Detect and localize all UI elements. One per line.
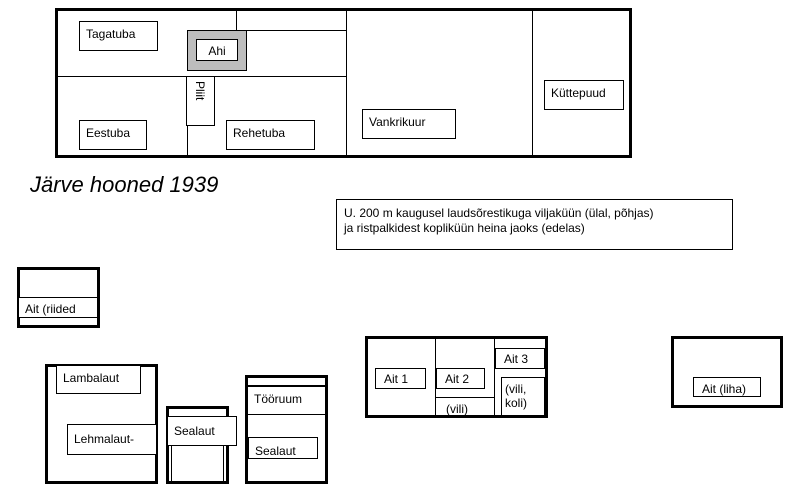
main-building-top-divider <box>236 30 346 31</box>
label-sealaut-1: Sealaut <box>167 416 237 446</box>
pliit-stove: Pliit <box>186 76 215 126</box>
label-lambalaut: Lambalaut <box>56 365 141 394</box>
main-building-divider-4 <box>532 11 533 155</box>
ahi-stove: Ahi <box>187 30 247 71</box>
room-eestuba: Eestuba <box>79 120 147 150</box>
label-ait-riided: Ait (riided <box>18 297 98 318</box>
main-building-divider-1 <box>236 11 237 30</box>
label-ait-2: Ait 2 <box>436 368 485 389</box>
aidad-divider-1 <box>435 339 436 415</box>
sealaut-inner-line-left <box>171 446 172 484</box>
label-ait-2-sub: (vili) <box>446 402 468 416</box>
ahi-label: Ahi <box>196 39 238 61</box>
note-line-2: ja ristpalkidest kopliküün heina jaoks (… <box>344 221 585 235</box>
note-line-1: U. 200 m kaugusel laudsõrestikuga viljak… <box>344 206 654 220</box>
label-ait-liha: Ait (liha) <box>693 377 761 397</box>
label-ait-3: Ait 3 <box>495 348 545 369</box>
aidad-horizontal-divider <box>435 397 495 398</box>
label-tooruum: Tööruum <box>247 386 326 415</box>
label-lehmalaut: Lehmalaut- <box>67 424 157 455</box>
tooruum-top-line <box>248 385 325 386</box>
building-ait-liha <box>671 336 783 408</box>
pliit-label: Pliit <box>193 81 207 101</box>
room-tagatuba: Tagatuba <box>79 21 158 51</box>
note-box: U. 200 m kaugusel laudsõrestikuga viljak… <box>336 199 733 250</box>
sealaut-inner-line-right <box>223 446 224 484</box>
page-title: Järve hooned 1939 <box>30 172 219 197</box>
aidad-divider-2 <box>494 339 495 415</box>
room-vankrikuur: Vankrikuur <box>362 109 456 139</box>
label-ait-1: Ait 1 <box>375 368 426 389</box>
label-sealaut-2: Sealaut <box>248 437 318 459</box>
room-kuttepuud: Küttepuud <box>544 80 624 110</box>
room-rehetuba: Rehetuba <box>226 120 315 150</box>
label-ait-3-sub-line-2: koli) <box>505 396 528 410</box>
label-ait-3-sub-line-1: (vili, <box>505 382 527 396</box>
label-ait-3-sub: (vili, koli) <box>501 377 545 416</box>
main-building-divider-3 <box>346 11 347 158</box>
